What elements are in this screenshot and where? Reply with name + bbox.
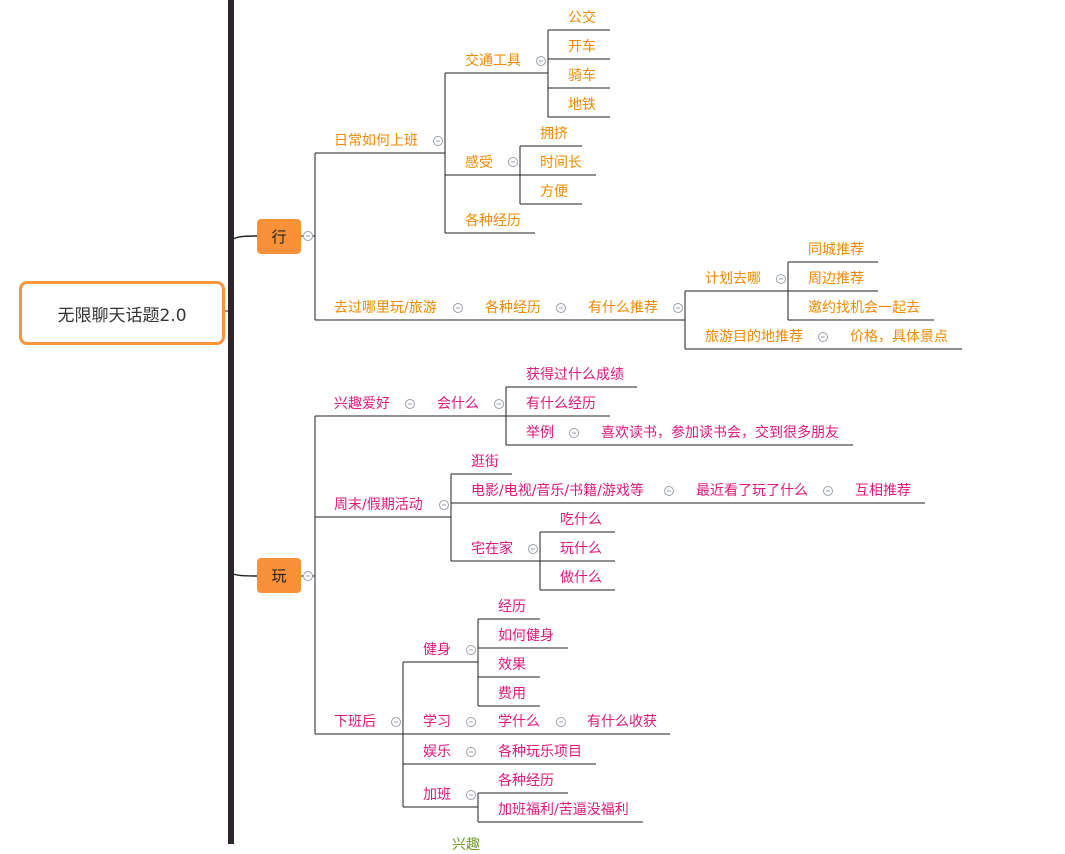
topic-node[interactable]: 公交 (568, 10, 596, 26)
topic-node[interactable]: 感受 (465, 155, 493, 171)
topic-node[interactable]: 价格，具体景点 (850, 329, 948, 345)
topic-node[interactable]: 会什么 (437, 396, 479, 412)
branch-node-xing[interactable]: 行 (257, 219, 301, 254)
topic-node-cutoff[interactable]: 兴趣 (452, 837, 480, 853)
topic-node[interactable]: 各种经历 (485, 300, 541, 316)
topic-node[interactable]: 最近看了玩了什么 (696, 483, 808, 499)
topic-node[interactable]: 吃什么 (560, 512, 602, 528)
spine-to-xing (233, 235, 258, 240)
topic-node[interactable]: 做什么 (560, 570, 602, 586)
topic-node[interactable]: 计划去哪 (705, 271, 761, 287)
topic-node[interactable]: 周末/假期活动 (334, 497, 423, 513)
branch-label: 玩 (271, 567, 287, 585)
topic-node[interactable]: 电影/电视/音乐/书籍/游戏等 (471, 483, 644, 499)
topic-node[interactable]: 下班后 (334, 714, 376, 730)
topic-node[interactable]: 互相推荐 (855, 483, 911, 499)
topic-node[interactable]: 有什么经历 (526, 396, 596, 412)
topic-node[interactable]: 玩什么 (560, 541, 602, 557)
topic-node[interactable]: 举例 (526, 425, 554, 441)
topic-node[interactable]: 学习 (423, 714, 451, 730)
topic-node[interactable]: 如何健身 (498, 628, 554, 644)
topic-node[interactable]: 地铁 (568, 97, 596, 113)
topic-node[interactable]: 娱乐 (423, 744, 451, 760)
topic-node[interactable]: 加班 (423, 787, 451, 803)
topic-node[interactable]: 旅游目的地推荐 (705, 329, 803, 345)
topic-node[interactable]: 各种经历 (465, 213, 521, 229)
topic-node[interactable]: 拥挤 (540, 126, 568, 142)
topic-node[interactable]: 有什么推荐 (588, 300, 658, 316)
root-label: 无限聊天话题2.0 (57, 305, 187, 326)
topic-node[interactable]: 去过哪里玩/旅游 (334, 300, 437, 316)
spine-to-wan (233, 573, 258, 577)
topic-node[interactable]: 周边推荐 (808, 271, 864, 287)
topic-node[interactable]: 宅在家 (471, 541, 513, 557)
topic-node[interactable]: 健身 (423, 642, 451, 658)
topic-node[interactable]: 加班福利/苦逼没福利 (498, 802, 629, 818)
topic-node[interactable]: 效果 (498, 657, 526, 673)
root-node[interactable]: 无限聊天话题2.0 (19, 281, 225, 345)
topic-node[interactable]: 经历 (498, 599, 526, 615)
topic-node[interactable]: 交通工具 (465, 53, 521, 69)
topic-node[interactable]: 邀约找机会一起去 (808, 300, 920, 316)
topic-node[interactable]: 各种玩乐项目 (498, 744, 582, 760)
topic-node[interactable]: 日常如何上班 (334, 133, 418, 149)
topic-node[interactable]: 时间长 (540, 155, 582, 171)
topic-node[interactable]: 同城推荐 (808, 242, 864, 258)
topic-node[interactable]: 获得过什么成绩 (526, 367, 624, 383)
branch-label: 行 (271, 228, 287, 246)
topic-node[interactable]: 方便 (540, 184, 568, 200)
topic-node[interactable]: 骑车 (568, 68, 596, 84)
branch-node-wan[interactable]: 玩 (257, 558, 301, 593)
topic-node[interactable]: 各种经历 (498, 773, 554, 789)
topic-node[interactable]: 有什么收获 (587, 714, 657, 730)
topic-node[interactable]: 费用 (498, 686, 526, 702)
topic-node[interactable]: 开车 (568, 39, 596, 55)
topic-node[interactable]: 学什么 (498, 714, 540, 730)
topic-node[interactable]: 逛街 (471, 454, 499, 470)
topic-node[interactable]: 喜欢读书，参加读书会，交到很多朋友 (601, 425, 839, 441)
topic-node[interactable]: 兴趣爱好 (334, 396, 390, 412)
